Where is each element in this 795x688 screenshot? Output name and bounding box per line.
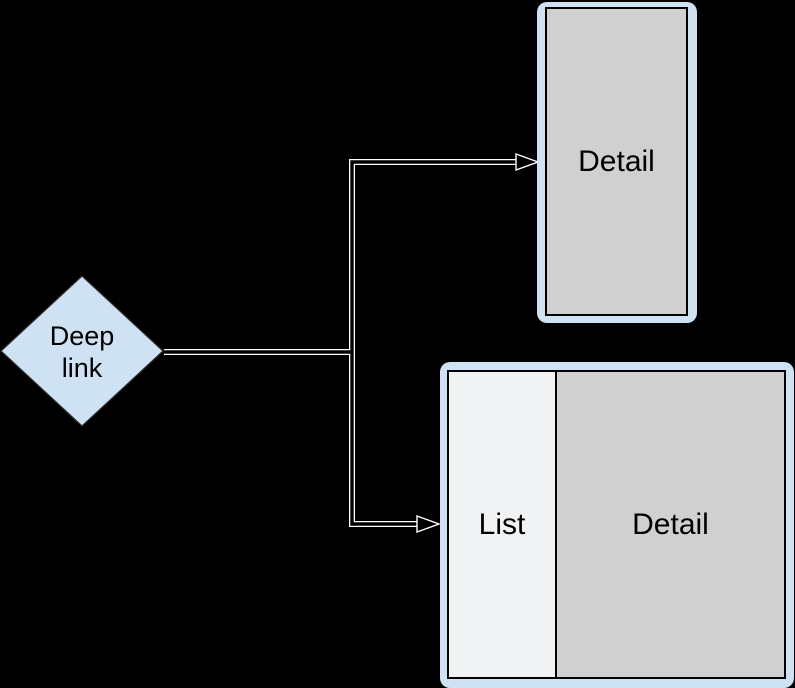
- list-detail-split: List Detail: [447, 370, 786, 679]
- detail-screen-frame: Detail: [537, 2, 697, 323]
- edge-branch-tree-core: [350, 160, 528, 526]
- list-pane-label: List: [478, 507, 526, 541]
- detail-pane: Detail: [545, 7, 688, 316]
- deep-link-diamond: [0, 275, 164, 427]
- detail-pane-label: Detail: [578, 144, 655, 178]
- list-pane: List: [447, 370, 557, 679]
- detail-pane-label: Detail: [632, 507, 709, 541]
- arrowhead-icon: [416, 515, 442, 533]
- detail-pane: Detail: [555, 370, 786, 679]
- list-detail-screen-frame: List Detail: [440, 362, 794, 688]
- arrowhead-icon: [515, 153, 541, 171]
